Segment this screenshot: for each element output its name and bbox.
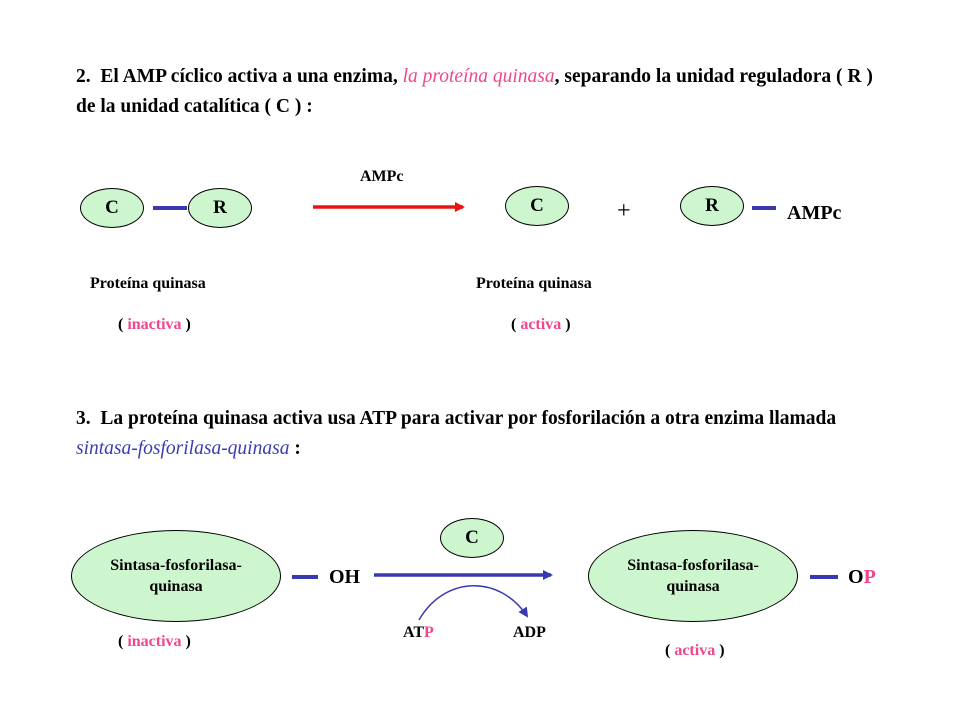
enzyme-active: Sintasa-fosforilasa-quinasa bbox=[588, 530, 798, 622]
plus-sign: + bbox=[617, 198, 631, 224]
subunit-c-right: C bbox=[505, 186, 569, 226]
atp-label: ATP bbox=[403, 624, 434, 641]
subunit-r-left: R bbox=[188, 188, 252, 228]
subunit-c-left: C bbox=[80, 188, 144, 228]
phosphate-group: OP bbox=[848, 566, 876, 588]
caption-active-kinase: Proteína quinasa bbox=[476, 275, 592, 292]
released-ampc: AMPc bbox=[787, 202, 842, 224]
state-inactive-1: ( inactiva ) bbox=[118, 316, 191, 333]
highlight-protein-kinase: la proteína quinasa bbox=[402, 66, 555, 87]
state-inactive-2: ( inactiva ) bbox=[118, 633, 191, 650]
hydroxyl-group: OH bbox=[329, 566, 361, 588]
section-3-text: 3. La proteína quinasa activa usa ATP pa… bbox=[76, 408, 837, 459]
catalyst-c: C bbox=[440, 518, 504, 558]
caption-inactive-kinase: Proteína quinasa bbox=[90, 275, 206, 292]
state-active-2: ( activa ) bbox=[665, 642, 725, 659]
state-active-1: ( activa ) bbox=[511, 316, 571, 333]
atp-adp-curve bbox=[418, 585, 529, 621]
highlight-synthase: sintasa-fosforilasa-quinasa bbox=[76, 438, 290, 459]
section-2-text: 2. El AMP cíclico activa a una enzima, l… bbox=[76, 66, 873, 117]
adp-label: ADP bbox=[513, 624, 546, 641]
arrow-label-ampc: AMPc bbox=[360, 168, 404, 185]
enzyme-inactive: Sintasa-fosforilasa-quinasa bbox=[71, 530, 281, 622]
subunit-r-right: R bbox=[680, 186, 744, 226]
